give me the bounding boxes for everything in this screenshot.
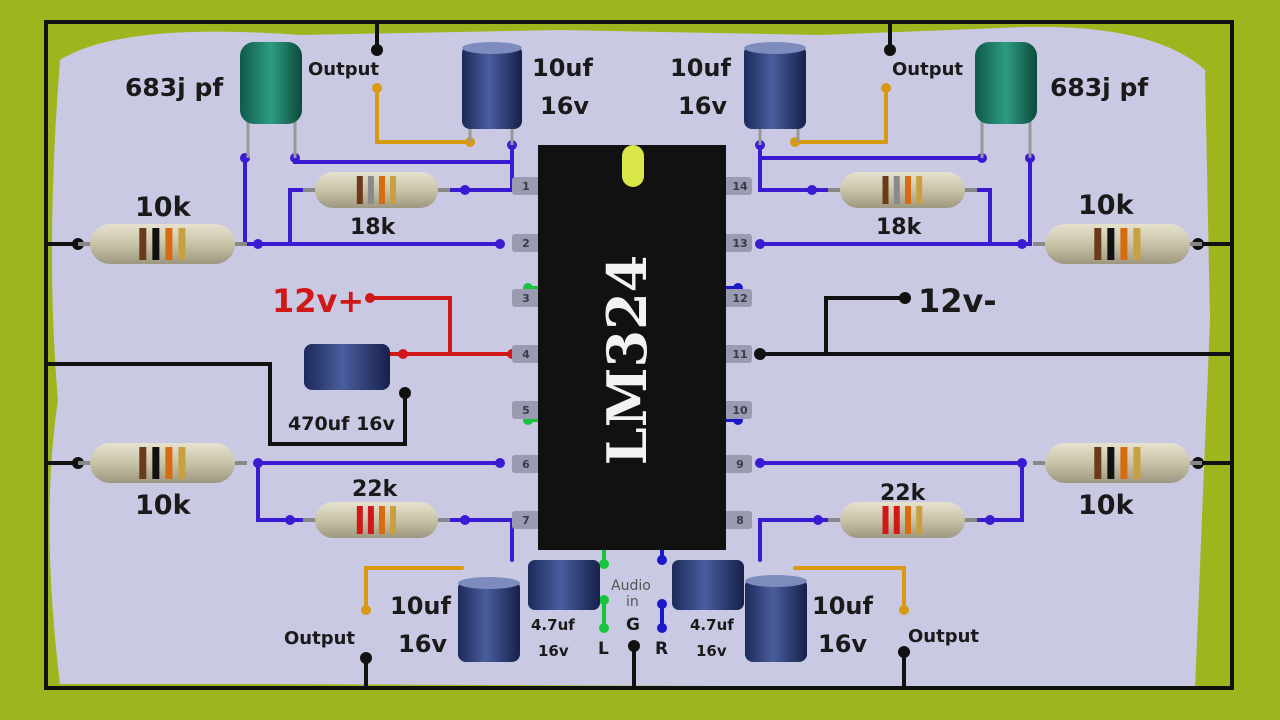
wires-power-positive: [368, 296, 514, 356]
resistor-10k-bottom-left: [78, 443, 247, 483]
label-10k-bottom-right: 10k: [1078, 490, 1135, 521]
label-16v-4-7-left: 16v: [538, 642, 569, 660]
wire-junctions-black: [72, 44, 1204, 664]
chip-pin-1: 1: [512, 177, 540, 195]
chip-pin-label: 3: [522, 292, 530, 305]
chip-label: LM324: [595, 255, 659, 465]
label-16v-top-right: 16v: [678, 92, 727, 120]
chip-notch: [622, 145, 644, 187]
chip-pin-14: 14: [724, 177, 752, 195]
chip-pin-label: 1: [522, 180, 530, 193]
label-16v-bottom-left: 16v: [398, 630, 447, 658]
label-18k-left: 18k: [350, 215, 397, 240]
label-input-ground: G: [626, 615, 640, 635]
label-4-7uf-right: 4.7uf: [690, 616, 734, 634]
chip-pin-3: 3: [512, 289, 540, 307]
label-audio: Audio: [611, 578, 651, 594]
chip-pin-11: 11: [724, 345, 752, 363]
chip-pin-5: 5: [512, 401, 540, 419]
label-16v-bottom-right: 16v: [818, 630, 867, 658]
chip-pin-label: 13: [732, 237, 747, 250]
wires-black: [44, 20, 1234, 690]
capacitor-470uf: [304, 344, 390, 390]
resistor-10k-bottom-right: [1033, 443, 1202, 483]
chip-pin-12: 12: [724, 289, 752, 307]
chip-pin-13: 13: [724, 234, 752, 252]
chip-pin-label: 14: [732, 180, 748, 193]
label-4-7uf-left: 4.7uf: [531, 616, 575, 634]
chip-pin-label: 6: [522, 458, 530, 471]
label-10k-bottom-left: 10k: [135, 490, 192, 521]
chip-pin-label: 11: [732, 348, 747, 361]
label-16v-top-left: 16v: [540, 92, 589, 120]
label-output-top-left: Output: [308, 59, 379, 80]
chip-pin-8: 8: [724, 511, 752, 529]
label-output-bottom-right: Output: [908, 626, 979, 647]
label-22k-left: 22k: [352, 477, 399, 502]
label-12v-plus: 12v+: [272, 282, 364, 320]
resistor-22k-left: [303, 502, 450, 538]
resistor-10k-top-left: [78, 224, 247, 264]
chip-pin-label: 10: [732, 404, 748, 417]
label-10uf-top-right: 10uf: [670, 54, 731, 82]
wires-output: [364, 86, 906, 612]
label-cap-683-left: 683j pf: [125, 73, 224, 102]
resistor-18k-right: [828, 172, 977, 208]
label-10k-top-left: 10k: [135, 192, 192, 223]
resistor-10k-top-right: [1033, 224, 1202, 264]
label-10uf-bottom-left: 10uf: [390, 592, 451, 620]
capacitor-683j-left: [240, 42, 302, 158]
chip-pin-9: 9: [724, 455, 752, 473]
chip-pin-7: 7: [512, 511, 540, 529]
capacitor-10uf-top-left: [462, 42, 522, 145]
capacitor-10uf-bottom-right: [745, 575, 807, 662]
chip-pin-label: 8: [736, 514, 744, 527]
label-cap-683-right: 683j pf: [1050, 73, 1149, 102]
label-input-right: R: [655, 639, 668, 659]
label-22k-right: 22k: [880, 481, 927, 506]
chip-pin-label: 5: [522, 404, 530, 417]
output-junctions: [361, 83, 909, 615]
label-10k-top-right: 10k: [1078, 190, 1135, 221]
resistor-22k-right: [828, 502, 977, 538]
chip-pin-label: 7: [522, 514, 530, 527]
capacitor-10uf-bottom-left: [458, 577, 520, 662]
label-input-left: L: [598, 639, 609, 659]
label-audio-in: in: [626, 594, 639, 610]
label-470uf: 470uf 16v: [288, 413, 396, 435]
chip-pin-4: 4: [512, 345, 540, 363]
chip-pin-2: 2: [512, 234, 540, 252]
label-16v-4-7-right: 16v: [696, 642, 727, 660]
chip-pin-6: 6: [512, 455, 540, 473]
chip-pin-label: 2: [522, 237, 530, 250]
label-output-bottom-left: Output: [284, 628, 355, 649]
capacitor-683j-right: [975, 42, 1037, 158]
chip-pin-label: 4: [522, 348, 530, 361]
capacitor-4-7uf-left: [528, 560, 600, 610]
chip-pin-label: 12: [732, 292, 747, 305]
chip-pin-10: 10: [724, 401, 752, 419]
resistor-18k-left: [303, 172, 450, 208]
label-12v-minus: 12v-: [918, 282, 997, 320]
chip-pin-label: 9: [736, 458, 744, 471]
capacitor-4-7uf-right: [672, 560, 744, 610]
outer-frame: [44, 20, 1234, 690]
label-10uf-bottom-right: 10uf: [812, 592, 873, 620]
label-10uf-top-left: 10uf: [532, 54, 593, 82]
label-18k-right: 18k: [876, 215, 923, 240]
labels: 683j pf 683j pf Output Output Output Out…: [125, 54, 1149, 660]
capacitor-10uf-top-right: [744, 42, 806, 145]
label-output-top-right: Output: [892, 59, 963, 80]
